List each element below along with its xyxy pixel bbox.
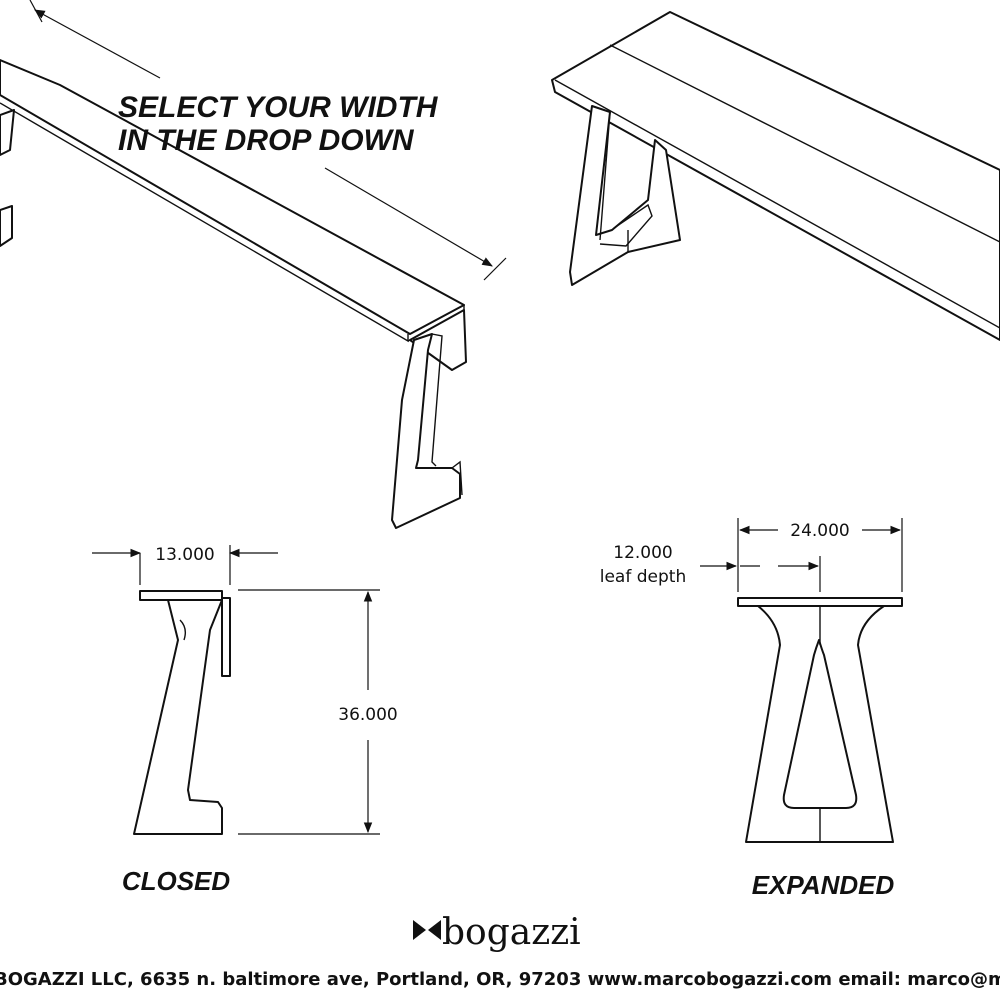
closed-side-view [133, 590, 231, 835]
closed-view-label: CLOSED [122, 866, 231, 896]
leaf-depth-dimension [700, 556, 821, 592]
closed-bench-isometric [0, 59, 467, 529]
callout-line-1: SELECT YOUR WIDTH [118, 91, 439, 124]
expanded-width-value: 24.000 [790, 521, 849, 541]
expanded-width-dimension [737, 518, 903, 592]
leaf-depth-value: 12.000 [613, 543, 672, 563]
closed-height-dimension [238, 589, 380, 835]
expanded-front-view [737, 597, 903, 843]
company-address: BOGAZZI LLC, 6635 n. baltimore ave, Port… [0, 969, 1000, 990]
leaf-depth-note: leaf depth [600, 567, 686, 587]
expanded-bench-isometric [551, 11, 1000, 341]
closed-width-value: 13.000 [155, 545, 214, 565]
closed-width-dimension [92, 545, 278, 585]
width-dimension-arrow [29, 0, 507, 281]
brand-name: bogazzi [442, 912, 581, 953]
expanded-view-label: EXPANDED [752, 870, 895, 900]
bowtie-logo-icon [413, 920, 441, 940]
closed-height-value: 36.000 [338, 705, 397, 725]
callout-line-2: IN THE DROP DOWN [118, 124, 415, 157]
